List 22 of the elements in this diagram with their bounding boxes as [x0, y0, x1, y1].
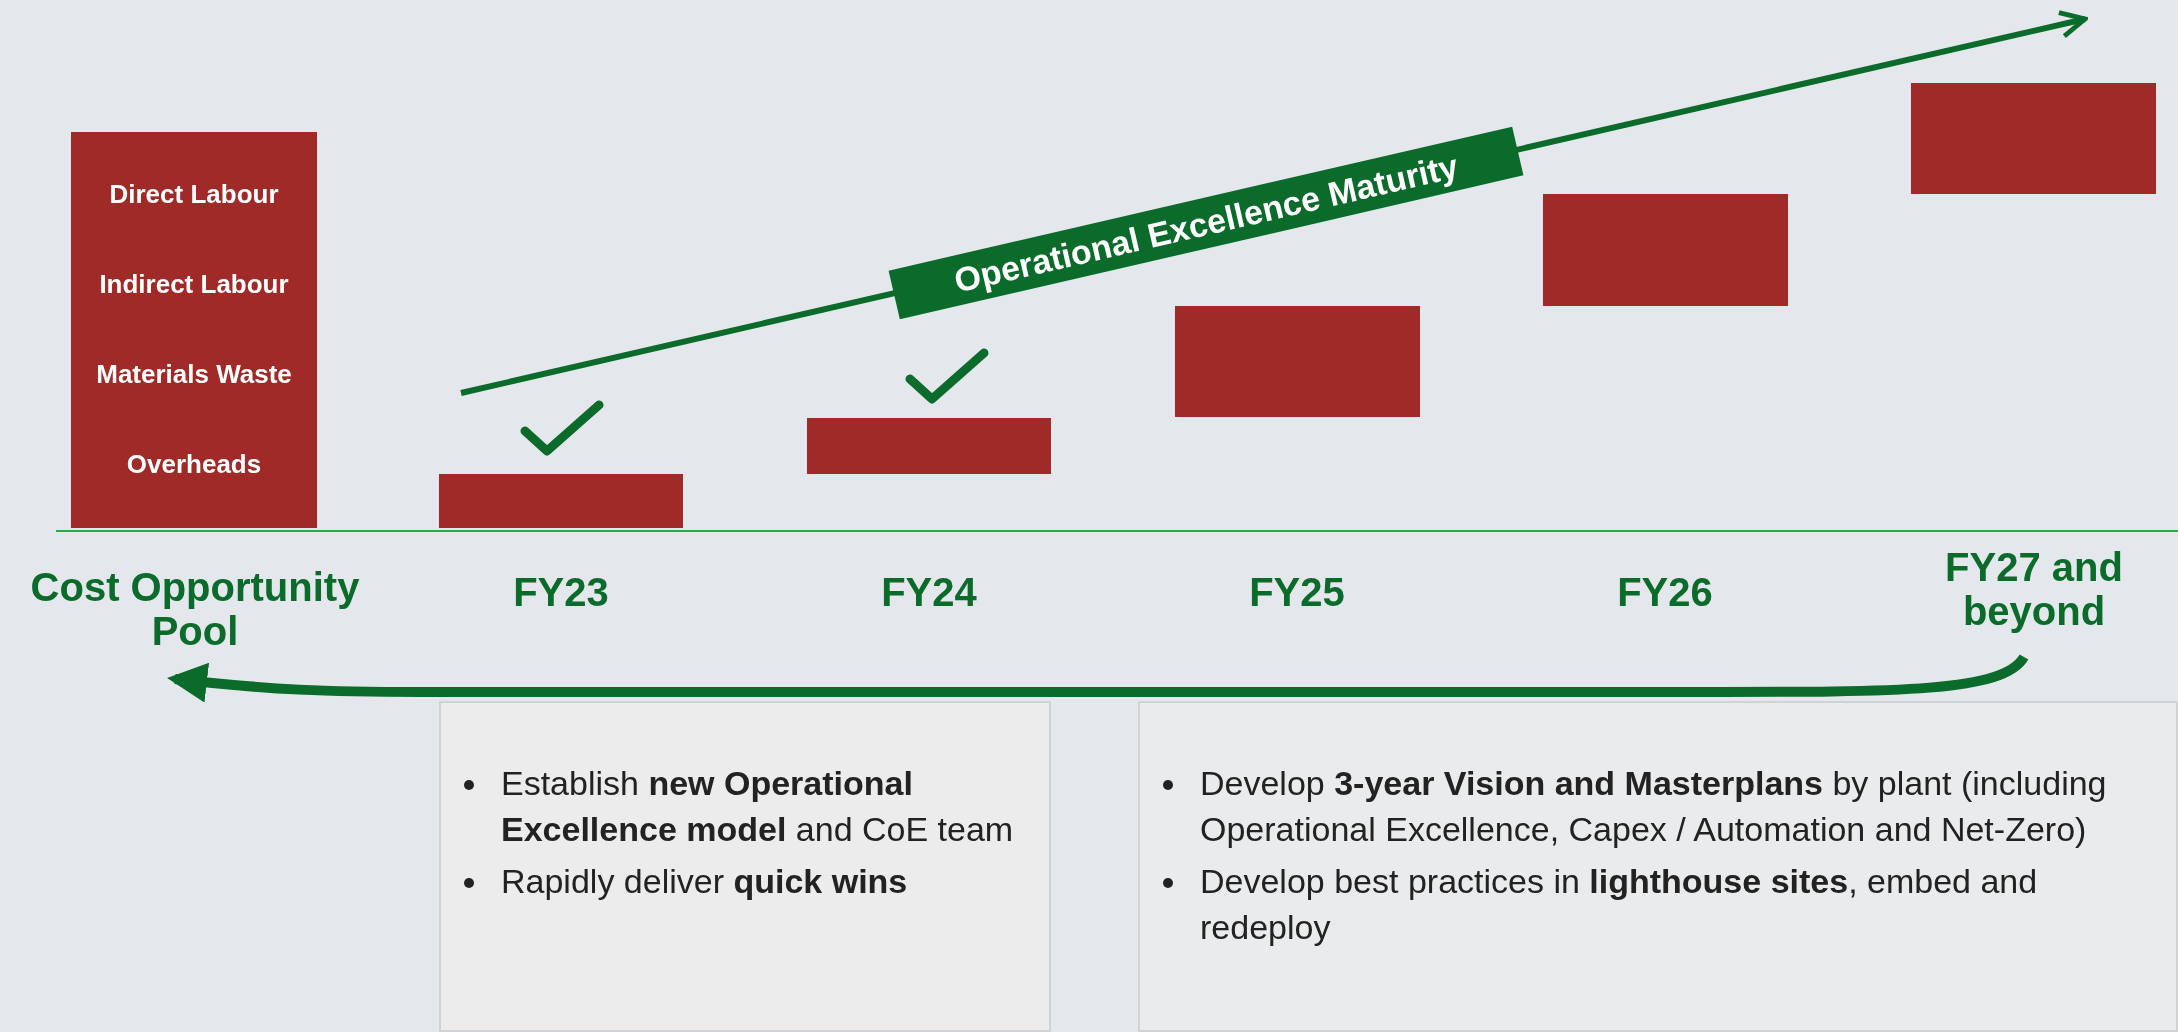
category-label: Overheads [126, 448, 262, 482]
cost-pool-bar [71, 132, 317, 528]
axis-label: Cost Opportunity Pool [20, 565, 370, 675]
axis-label: FY24 [880, 570, 978, 614]
bar [1543, 194, 1788, 306]
category-label: Indirect Labour [99, 268, 289, 302]
text-panel [1138, 701, 2178, 1032]
bar [807, 418, 1051, 474]
bullet-text: Rapidly deliver quick wins [501, 861, 908, 900]
axis-label: FY26 [1616, 570, 1714, 614]
bar [1911, 83, 2156, 194]
curved-arrow [167, 653, 2028, 703]
axis-label: FY27 and beyond [1890, 545, 2178, 655]
bar [439, 474, 683, 528]
bullet-text: Develop 3-year Vision and Masterplans by plant (including Operational Excellence, Capex / Automation and Net-Zero) [1200, 764, 2107, 848]
axis-label: FY23 [512, 570, 610, 614]
category-label: Materials Waste [96, 358, 292, 392]
axis-label: FY25 [1248, 570, 1346, 614]
category-label: Direct Labour [109, 178, 279, 212]
text-panel [439, 701, 1051, 1032]
bullet-text: Develop best practices in lighthouse sites, embed and redeploy [1200, 861, 2038, 946]
bar [1175, 306, 1420, 417]
